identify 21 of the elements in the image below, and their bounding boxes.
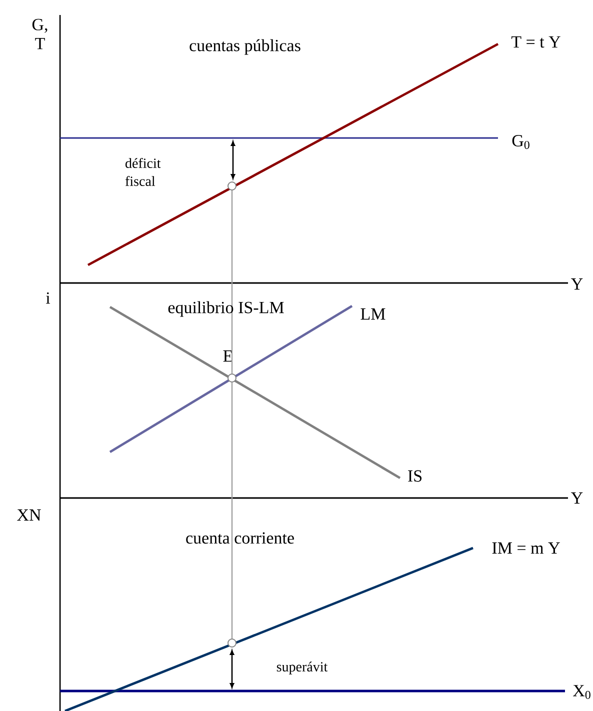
axis-label: G, T — [32, 18, 48, 50]
guide-line — [231, 190, 233, 374]
point-marker — [228, 374, 236, 382]
curve-label: LM — [360, 308, 386, 320]
panel-title: equilibrio IS-LM — [168, 301, 284, 317]
curve-label: IM = m Y — [492, 542, 560, 554]
curve-label: T = t Y — [511, 36, 560, 48]
guide-line — [231, 382, 233, 638]
area-label: superávit — [276, 662, 328, 674]
curve-label: G$_{0}$ — [512, 135, 530, 149]
axis-label: i — [46, 292, 50, 304]
axis-label: Y — [571, 492, 583, 504]
area-label: déficit fiscal — [125, 158, 161, 186]
axis-label: XN — [17, 509, 41, 521]
axis-label: Y — [571, 278, 583, 290]
curve-label: IS — [408, 470, 422, 482]
panel-title: cuentas públicas — [190, 39, 300, 55]
point-marker — [228, 182, 236, 190]
point-marker — [228, 638, 236, 648]
panel-title: cuenta corriente — [186, 532, 294, 544]
curve-label: X$_{0}$ — [573, 685, 590, 699]
